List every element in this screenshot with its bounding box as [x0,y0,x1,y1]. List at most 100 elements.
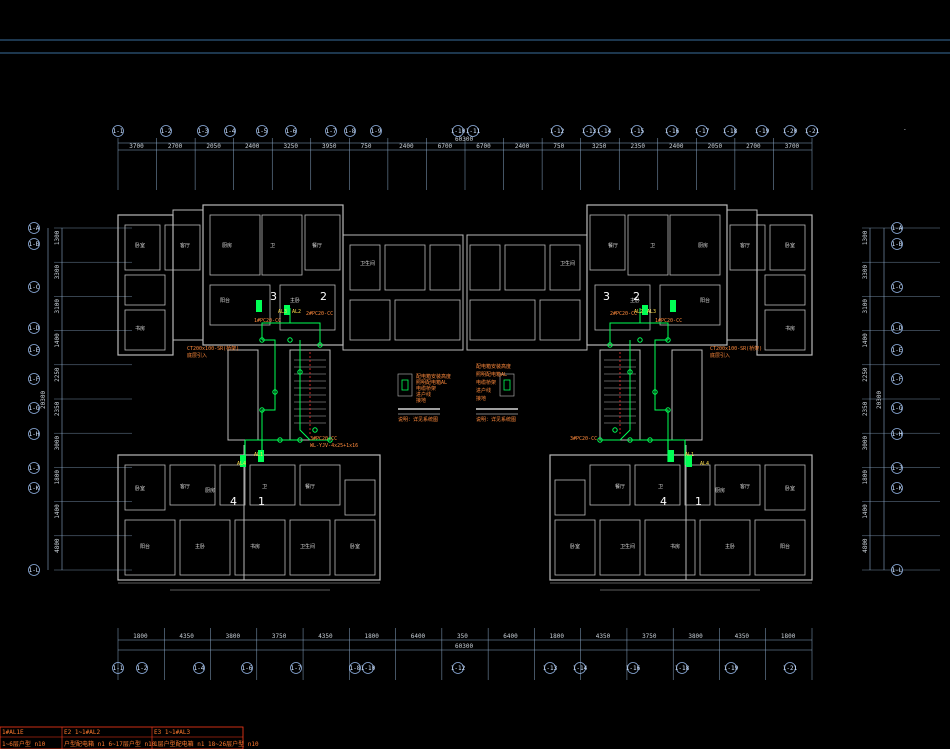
axis-bubble: 1-10 [451,125,466,137]
wall [634,464,681,506]
sub-note-left: 底层引入 [187,352,207,359]
wire [299,340,330,441]
wall [227,349,259,441]
dimension-label: 2350 [862,401,869,416]
axis-label: 1-21 [805,128,820,135]
axis-bubble: 1-E [28,344,40,356]
axis-label: 1-E [892,347,903,354]
wall [726,209,758,341]
dimension-label: 2050 [206,143,221,150]
room-tag: 阳台 [700,297,710,304]
panel-label-al3-right: AL3 [647,309,656,315]
axis-circle [28,373,40,385]
axis-bubble: 1-6 [285,125,297,137]
axis-label: 1-L [892,567,903,574]
axis-circle [197,125,209,137]
axis-circle [725,662,737,674]
axis-label: 1-16 [665,128,680,135]
room-tag: 卫生间 [560,260,575,267]
dimension-label: 6400 [411,633,426,640]
wall [764,464,806,511]
panel-label-al2-left: AL2 [292,309,301,315]
axis-bubble: 1-D [891,322,903,334]
wall [627,214,669,276]
wall [469,299,536,341]
axis-label: 1-19 [724,665,739,672]
axis-circle [551,125,563,137]
dimension-label: 3700 [785,143,800,150]
dimension-total-label: 20300 [40,391,47,409]
axis-label: 1-18 [723,128,738,135]
axis-circle [362,662,374,674]
wire [261,339,276,440]
axis-bubble: 1-H [891,428,903,440]
room-tag: 卫生间 [360,260,375,267]
axis-circle [891,462,903,474]
axis-circle [28,281,40,293]
panel-box [240,455,246,467]
junction [297,369,303,375]
dimension-label: 1400 [54,333,61,348]
axis-bubble: 1-7 [290,662,302,674]
axis-circle [224,125,236,137]
axis-label: 1-18 [675,665,690,672]
junction [597,437,603,443]
dimension-label: 4350 [735,633,750,640]
axis-label: 1-D [29,325,40,332]
axis-label: 1-10 [451,128,466,135]
axis-label: 1-H [892,431,903,438]
room-tag: 客厅 [740,242,750,249]
wall [671,349,703,441]
wire [639,308,669,340]
axis-circle [666,125,678,137]
legend-line: 电缆桥架 [416,385,436,392]
room-tag: 卫 [262,484,267,490]
room-tag: 主卧 [195,543,205,550]
wall [124,274,166,306]
axis-label: 1-L [29,567,40,574]
panel-box [670,300,676,312]
axis-label: 1-D [892,325,903,332]
axis-circle [193,662,205,674]
dimension-label: 3100 [862,299,869,314]
wall [659,284,721,326]
junction [627,437,633,443]
wall [124,519,176,576]
wall [249,464,296,506]
dimension-label: 2350 [631,143,646,150]
axis-circle [28,238,40,250]
axis-label: 1-A [29,225,40,232]
room-tag: 客厅 [740,483,750,490]
dimension-label: 1800 [133,633,148,640]
axis-bubble: 1-7 [325,125,337,137]
wall [669,214,721,276]
axis-bubble: 1-14 [573,662,588,674]
axis-bubble: 1-14 [597,125,612,137]
dimension-label: 2700 [746,143,761,150]
axis-bubble: 1-4 [224,125,236,137]
axis-bubble: 1-20 [783,125,798,137]
axis-label: 1-9 [371,128,382,135]
axis-bubble: 1-1 [112,125,124,137]
junction [272,389,278,395]
junction [652,389,658,395]
line-tag: 1#PC20-CC [254,318,281,324]
axis-bubble: 1-12 [451,662,466,674]
axis-bubble: 1-15 [630,125,645,137]
axis-bubble: 1-18 [723,125,738,137]
room-tag: 餐厅 [608,242,618,249]
titleblock-top: E3 1~1#AL3 [154,729,191,736]
legend-footer: 说明：详见系统图 [476,416,516,423]
wire [290,322,321,345]
axis-label: 1-B [29,241,40,248]
wall [172,209,204,341]
axis-bubble: 1-12 [550,125,565,137]
dimension-label: 2400 [399,143,414,150]
room-tag: 书房 [135,325,145,332]
axis-circle [598,125,610,137]
legend-line: 配电箱安装高度 [476,363,511,370]
axis-circle [256,125,268,137]
axis-circle [583,125,595,137]
junction [312,427,318,433]
axis-bubble: 1-B [891,238,903,250]
